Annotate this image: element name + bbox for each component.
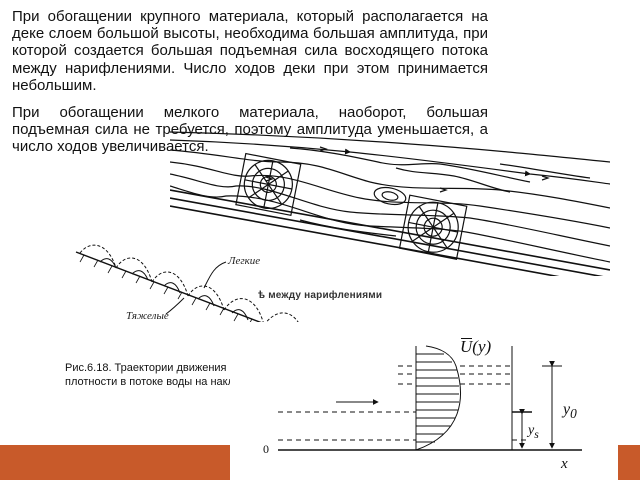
- u-symbol: U: [460, 337, 473, 356]
- flow-between-riffles-figure: [170, 131, 610, 276]
- ys-label: ys: [528, 423, 539, 441]
- y0-label: y0: [563, 401, 577, 422]
- u-argument: (y): [472, 337, 492, 356]
- flow-figure-caption-fragment: ѣ между нарифлениями: [258, 290, 383, 301]
- ys-sub: s: [534, 427, 539, 441]
- heavy-particles-label: Тяжелые: [126, 310, 169, 322]
- y0-sub: 0: [570, 406, 577, 422]
- origin-zero-label: 0: [263, 442, 269, 456]
- velocity-function-label: U(y): [460, 337, 491, 357]
- velocity-profile-drawing: [278, 345, 582, 451]
- x-axis-label: x: [561, 456, 568, 472]
- light-particles-label: Легкие: [228, 255, 261, 267]
- accent-bar-right: [618, 445, 640, 480]
- paragraph-fine-material: При обогащении мелкого материала, наобор…: [12, 104, 488, 156]
- ys-base: y: [528, 423, 535, 438]
- accent-bar-left: [0, 445, 230, 480]
- y0-base: y: [563, 401, 571, 418]
- velocity-profile-figure: U(y) y0 ys 0 x: [230, 322, 618, 474]
- paragraph-coarse-material: При обогащении крупного материала, котор…: [12, 8, 488, 94]
